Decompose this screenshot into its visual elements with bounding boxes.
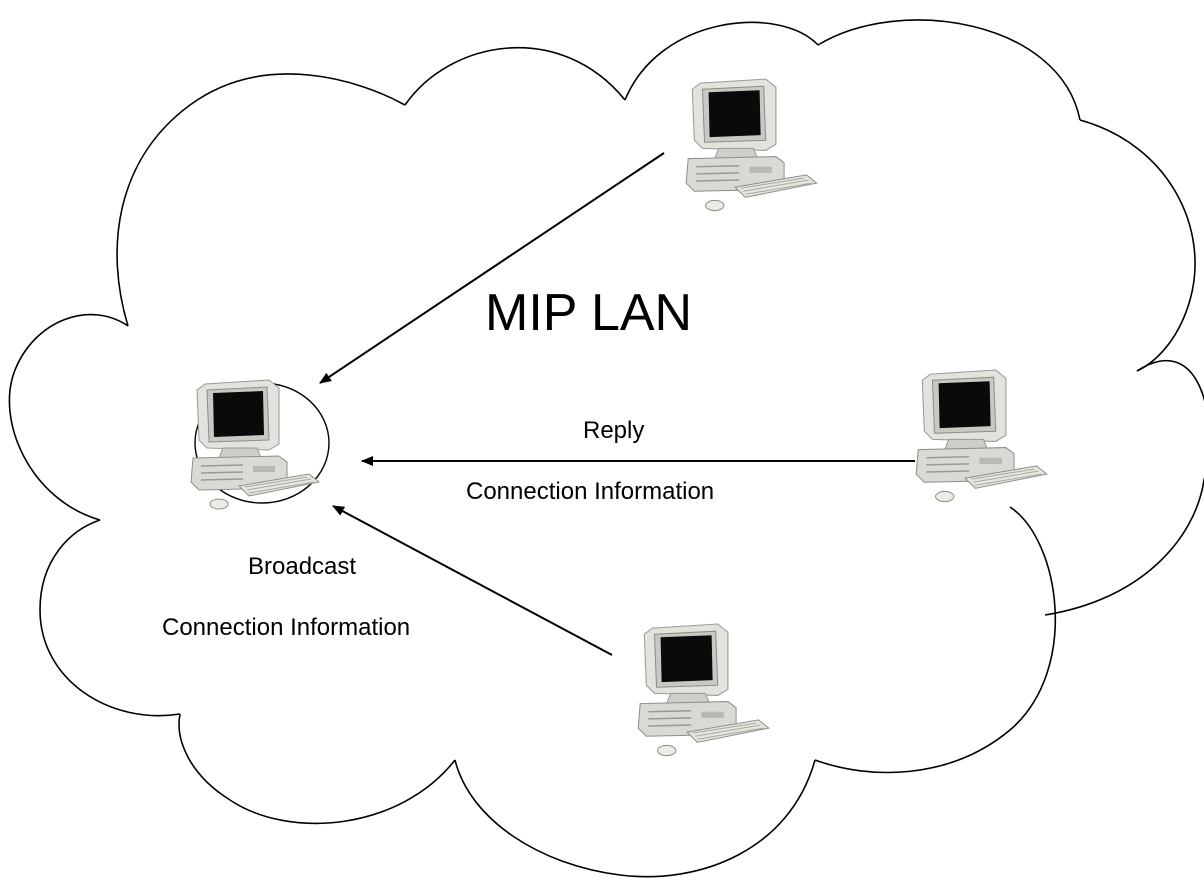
diagram-title: MIP LAN [485, 284, 693, 342]
reply-connection-label: Connection Information [466, 478, 715, 505]
computer-icon-host [190, 379, 320, 510]
arrow-bottom-to-host [332, 505, 613, 656]
broadcast-label: Broadcast [248, 553, 357, 580]
arrow-top-to-host [319, 152, 665, 384]
reply-label: Reply [583, 417, 645, 444]
computer-icon-top [685, 78, 818, 212]
cloud [8, 19, 1204, 878]
computer-icon-bottom [637, 623, 770, 757]
broadcast-connection-label: Connection Information [162, 614, 411, 641]
computer-icon-right [915, 369, 1048, 503]
